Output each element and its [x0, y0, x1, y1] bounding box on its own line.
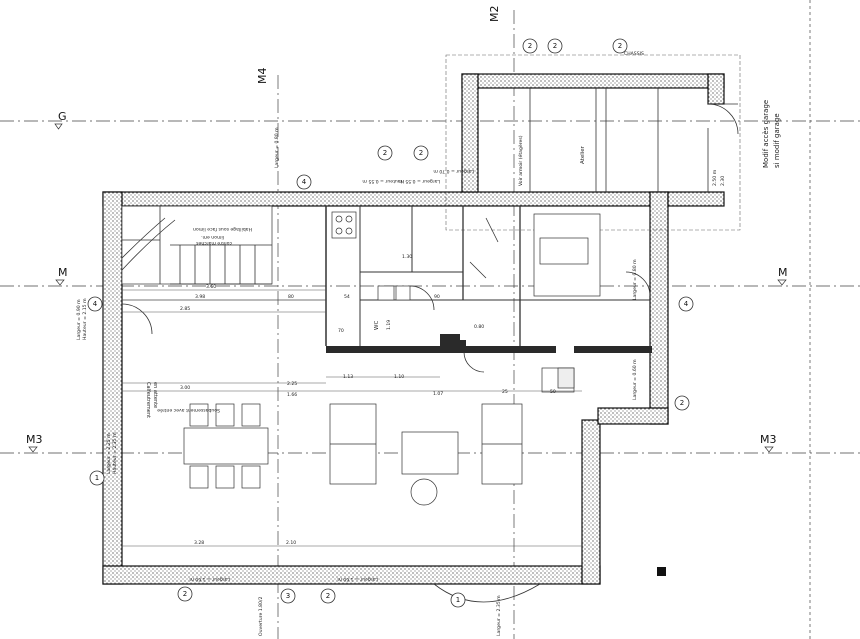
room-atelier: Atelier: [580, 145, 586, 164]
dim-2-10: 2.10: [286, 540, 296, 546]
opening-top-hauteur: Hauteur = 0.55 m: [362, 178, 404, 184]
axis-label-m-right: M: [778, 266, 788, 279]
dim-0-80: 0.80: [474, 324, 484, 330]
bubble-2-atelier-b: 2: [553, 42, 557, 50]
note-calfeutrement: Calfeutrement: [145, 382, 151, 418]
dim-garage: 2.50 m: [712, 169, 718, 186]
opening-right-2: Largeur = 0.60 m: [632, 359, 638, 400]
note-si-modif: si modif garage: [773, 113, 781, 168]
main-walls: [102, 191, 669, 585]
interior-walls: [122, 206, 652, 353]
dim-1-30: 1.30: [402, 254, 412, 260]
opening-top-2b: Largeur = 0.70 m: [433, 168, 474, 174]
axis-label-m2: M2: [488, 6, 501, 23]
note-modif-acces: Modif accès garage: [762, 100, 770, 168]
axis-label-m4: M4: [256, 68, 269, 85]
note-voir-armoir: Voir armoir (étagères): [517, 135, 524, 186]
axis-label-m3-left: M3: [26, 433, 43, 446]
stairs: [121, 205, 273, 285]
dim-3-60: 3.60: [206, 284, 216, 290]
opening-left-1b: Hauteur = 2.35 m: [112, 432, 118, 474]
opening-left-4b: Hauteur = 2.15 m: [82, 298, 88, 340]
axis-label-m-left: M: [58, 266, 68, 279]
doors: [121, 217, 651, 603]
dim-2-30: 2.30: [720, 176, 726, 186]
dim-1-66: 1.66: [287, 392, 297, 398]
note-en-attente: en attente: [152, 382, 158, 408]
opening-top-4: Largeur = 0.80 m: [274, 127, 280, 168]
bubble-2-top-b: 2: [419, 149, 423, 157]
bubble-2-top-a: 2: [383, 149, 387, 157]
note-limon: limon em.: [201, 234, 224, 240]
room-wc: WC: [374, 321, 380, 330]
bubble-3-bottom: 3: [286, 592, 290, 600]
bubble-4-right: 4: [684, 300, 689, 308]
kitchen: [331, 211, 601, 393]
opening-bottom-2a: Largeur = 1.60 m: [189, 576, 230, 582]
bubble-2-bottom-a: 2: [183, 590, 187, 598]
dim-25: 25: [502, 389, 508, 395]
stair-treads: [121, 217, 256, 284]
dim-90: 90: [434, 294, 440, 300]
bubble-2-bottom-b: 2: [326, 592, 330, 600]
dim-80: 80: [288, 294, 294, 300]
dim-50: 50: [550, 389, 556, 395]
corner-marker: [657, 567, 666, 576]
opening-top-2a: Largeur = 0.55 m: [399, 178, 440, 184]
opening-bottom-1: Largeur = 2.35 m: [496, 595, 502, 636]
bubble-1-left: 1: [95, 474, 99, 482]
dim-54: 54: [344, 294, 350, 300]
bubbles: 1 4 4 2 2 2 2 2 4 2 2 3 2 1: [87, 38, 694, 608]
dim-1-10: 1.10: [394, 374, 404, 380]
bubble-2-right: 2: [680, 399, 684, 407]
dim-1-07: 1.07: [433, 391, 443, 397]
bubble-2-atelier-c: 2: [618, 42, 622, 50]
opening-left-4: Largeur = 0.90 m: [76, 299, 82, 340]
note-habillage: Habillage sous face limon: [193, 226, 252, 232]
dim-2-25: 2.25: [287, 381, 297, 387]
dim-3-98: 3.98: [195, 294, 205, 300]
dim-wc-1-19: 1.19: [386, 320, 392, 330]
bubble-2-atelier-a: 2: [528, 42, 532, 50]
furniture: [183, 403, 523, 506]
opening-bottom-2b: Largeur = 1.60 m: [337, 576, 378, 582]
bubble-4-left: 4: [93, 300, 98, 308]
note-soubassement: Soubassement avec entrée: [157, 407, 220, 414]
dim-70: 70: [338, 328, 344, 334]
opening-left-1: Largeur = 2.25 m: [106, 433, 112, 474]
bubble-4-top: 4: [302, 178, 307, 186]
dimension-lines: [122, 289, 582, 547]
dim-1-13: 1.13: [343, 374, 353, 380]
dim-3-00: 3.00: [180, 385, 190, 391]
note-ouverture: Ouverture 1.80/2: [258, 596, 264, 636]
dim-2-85: 2.85: [180, 306, 190, 312]
note-chassis: CHASSIS: [624, 51, 644, 57]
bubble-1-bottom: 1: [456, 596, 460, 604]
axis-label-g: G: [58, 110, 67, 123]
note-contre-marches: contre marches: [196, 240, 232, 246]
opening-right-4: Largeur = 0.80 m: [632, 259, 638, 300]
atelier-walls: [445, 54, 741, 231]
axis-label-m3-right: M3: [760, 433, 777, 446]
dim-3-28: 3.28: [194, 540, 204, 546]
